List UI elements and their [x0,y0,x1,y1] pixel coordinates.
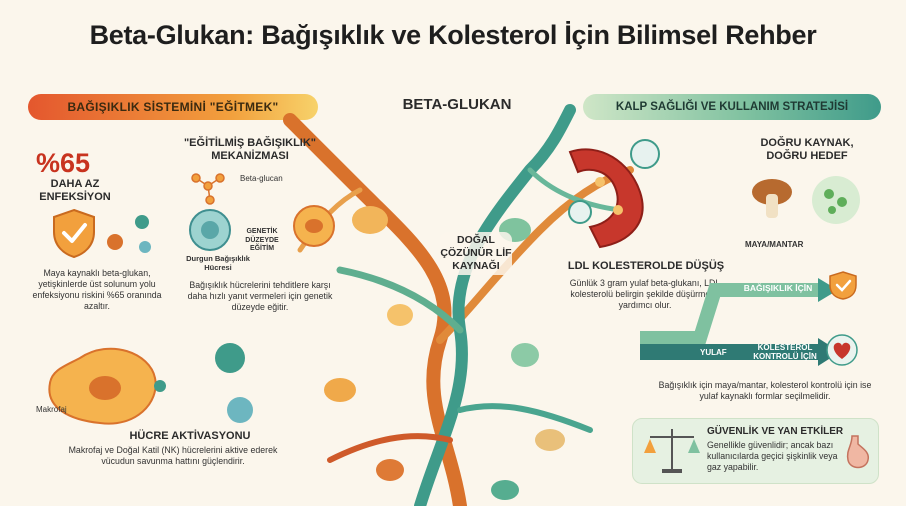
dormant-cell-icon [189,209,231,251]
fiber-source-label: DOĞAL ÇÖZÜNÜR LİF KAYNAĞI [440,232,512,275]
yeast-mushroom-icons [752,176,860,224]
page-title: Beta-Glukan: Bağışıklık ve Kolesterol İç… [89,20,817,50]
cell-activation-heading: HÜCRE AKTİVASYONU [129,430,251,442]
trained-immunity-text: Bağışıklık hücrelerini tehditlere karşı … [187,280,333,312]
source-heading: DOĞRU KAYNAK, DOĞRU HEDEF [760,137,854,162]
macrophage-illustration [48,343,253,425]
right-section-banner: KALP SAĞLIĞI VE KULLANIM STRATEJİSİ [583,94,881,120]
safety-text: Genellikle güvenlidir; ancak bazı kullan… [707,440,838,472]
molecule-icon [191,173,225,205]
safety-card [632,418,879,484]
ldl-heading: LDL KOLESTEROLDE DÜŞÜŞ [567,260,725,272]
genetic-training-label: GENETİK DÜZEYDE EĞİTİM [245,228,279,252]
activated-cell-icon [293,205,335,247]
artery-icon [568,139,660,249]
stomach-icon [846,435,870,469]
infection-stat: %65 [36,148,91,178]
beta-glucan-label: Beta-glucan [240,174,283,183]
macrophage-label: Makrofaj [36,405,67,414]
infection-stat-label: DAHA AZ ENFEKSİYON [39,178,111,203]
yeast-label: MAYA/MANTAR [745,240,804,249]
immune-tag: BAĞIŞIKLIK İÇİN [743,283,813,293]
left-section-banner: BAĞIŞIKLIK SİSTEMİNİ "EĞİTMEK" [28,94,318,120]
heart-icon [826,334,858,366]
oat-label: YULAF [700,348,727,357]
dormant-cell-label: Durgun Bağışıklık Hücresi [186,254,250,272]
center-banner: BETA-GLUKAN [402,96,512,113]
cholesterol-tag: KOLESTEROL KONTROLÜ İÇİN [753,343,817,361]
right-banner-label: KALP SAĞLIĞI VE KULLANIM STRATEJİSİ [615,101,849,113]
cell-activation-text: Makrofaj ve Doğal Katil (NK) hücrelerini… [68,445,278,466]
left-banner-label: BAĞIŞIKLIK SİSTEMİNİ "EĞİTMEK" [67,100,279,114]
scale-icon [644,429,700,473]
source-text: Bağışıklık için maya/mantar, kolesterol … [658,380,872,401]
trained-immunity-heading: "EĞİTİLMİŞ BAĞIŞIKLIK" MEKANİZMASI [183,137,317,162]
safety-heading: GÜVENLİK VE YAN ETKİLER [707,426,844,437]
virus-cluster-icon [107,215,151,253]
shield-check-icon [53,208,95,259]
infection-text: Maya kaynaklı beta-glukan, yetişkinlerde… [32,268,162,311]
shield-check-icon-small [829,271,857,300]
ldl-text: Günlük 3 gram yulaf beta-glukanı, LDL ko… [569,278,721,310]
